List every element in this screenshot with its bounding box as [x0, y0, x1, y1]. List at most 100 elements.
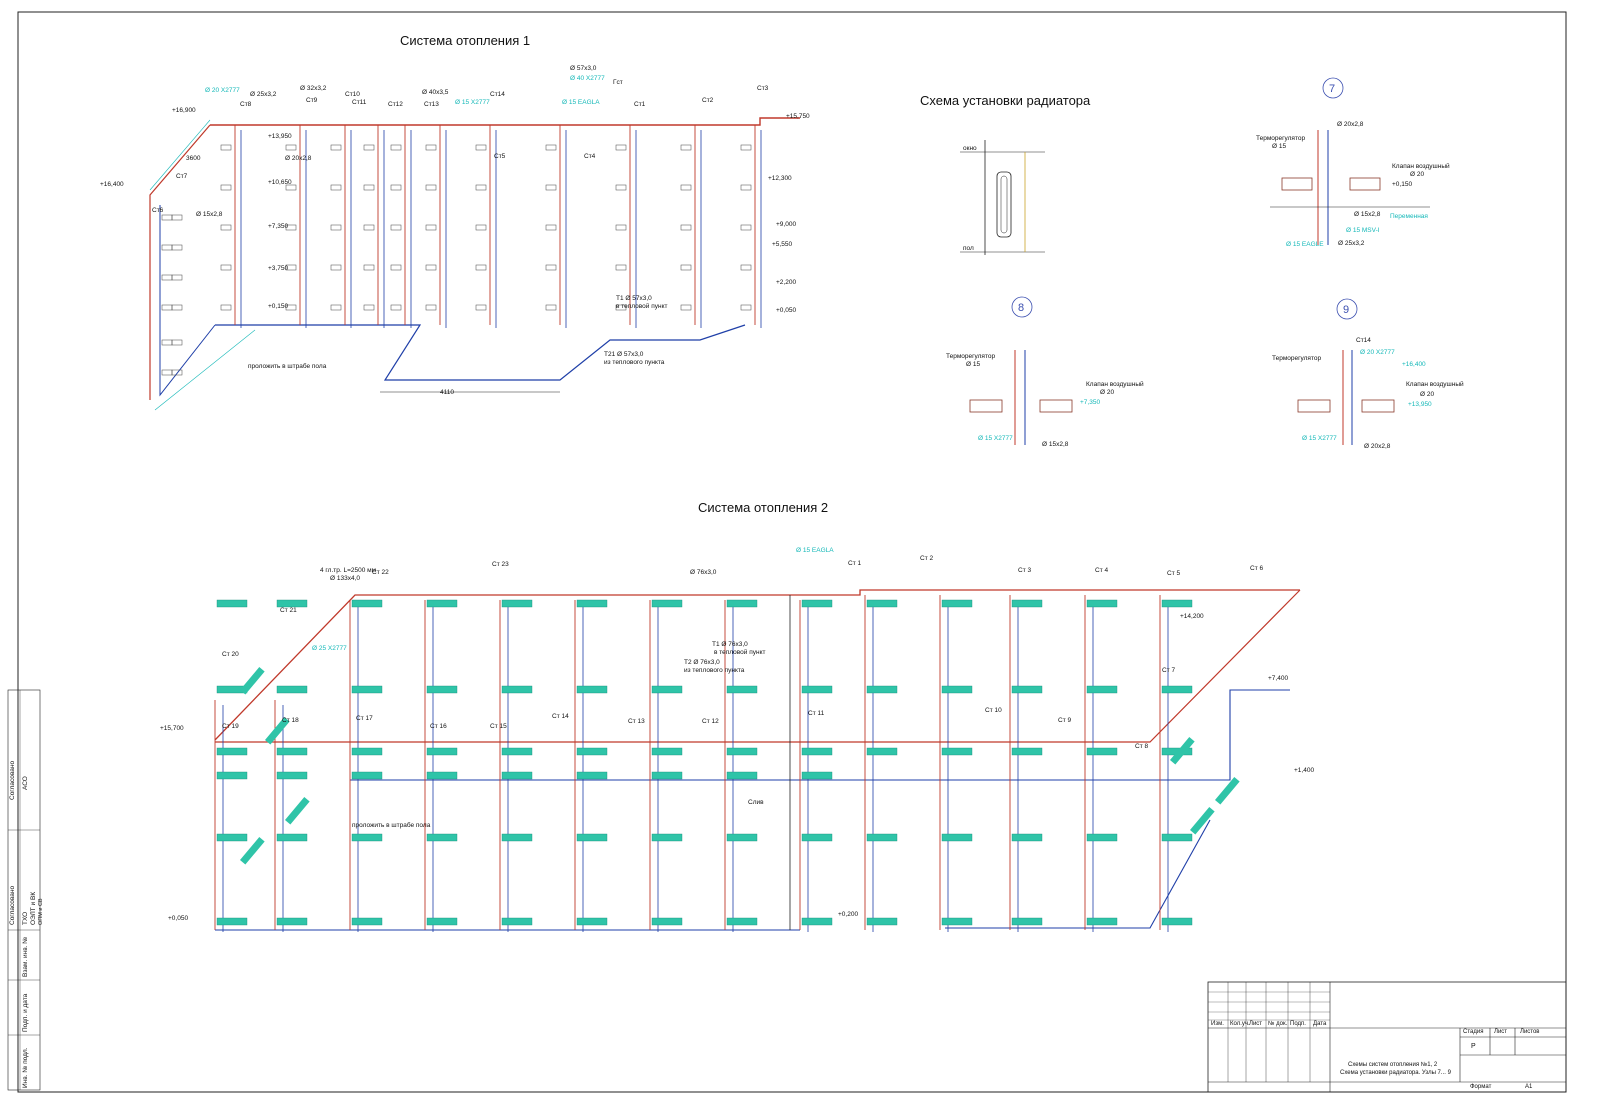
s2-riser-label: Ст 15	[490, 723, 507, 730]
n8-label: Ø 15x2,8	[1042, 441, 1069, 448]
tb-format-label: Формат	[1470, 1084, 1492, 1090]
s2-radiator	[501, 599, 533, 608]
s2-radiator	[216, 917, 248, 926]
s1-radiator	[615, 184, 627, 191]
s2-return-mid	[350, 689, 1290, 781]
s1-radiator	[161, 244, 173, 251]
side-oelt: ОЭЛТ и ВК	[30, 891, 37, 925]
tb-h-izm: Изм.	[1211, 1021, 1224, 1027]
s2-radiator	[351, 917, 383, 926]
s2-radiator	[1161, 599, 1193, 608]
s1-label: в тепловой пункт	[616, 302, 667, 310]
s2-radiator	[801, 685, 833, 694]
tb-sheet-title-2: Схема установки радиатора. Узлы 7... 9	[1340, 1070, 1451, 1076]
node-circle-7: 7	[1322, 77, 1344, 99]
n7-label: Ø 15 EAGLE	[1286, 241, 1324, 248]
s1-radiator	[615, 264, 627, 271]
s2-radiator	[866, 599, 898, 608]
s1-label: Ø 15 EAGLA	[562, 99, 600, 106]
n7-label: Ø 15x2,8	[1354, 211, 1381, 218]
rd-window-label: окно	[963, 145, 977, 152]
s2-radiator	[351, 599, 383, 608]
s1-riser-label: Гст	[613, 79, 623, 86]
n9-label: Ø 20	[1420, 391, 1434, 398]
s2-radiator	[866, 833, 898, 842]
s1-radiator	[680, 184, 692, 191]
s2-radiator	[941, 833, 973, 842]
s2-radiator	[426, 599, 458, 608]
s1-radiator	[285, 304, 297, 311]
s2-radiator	[1161, 685, 1193, 694]
s2-radiator	[726, 685, 758, 694]
s1-radiator	[161, 274, 173, 281]
s1-radiator	[390, 144, 402, 151]
s2-radiator	[1161, 833, 1193, 842]
s2-radiator	[426, 685, 458, 694]
s2-riser-label: Ст 5	[1167, 570, 1180, 577]
s2-riser-label: Ст 10	[985, 707, 1002, 714]
s1-radiators	[161, 144, 752, 376]
s2-riser-label: Ст 9	[1058, 717, 1071, 724]
s1-radiator	[363, 304, 375, 311]
n8-label: Ø 15 X2777	[978, 435, 1013, 442]
s1-elevation: +0,150	[268, 303, 288, 310]
s1-radiator	[740, 264, 752, 271]
s1-radiator	[330, 144, 342, 151]
s2-riser-label: Ст 4	[1095, 567, 1108, 574]
s1-radiator	[740, 304, 752, 311]
system1-title: Система отопления 1	[400, 33, 531, 48]
s1-supply-diag	[149, 124, 211, 400]
s2-riser-label: Ст 8	[1135, 743, 1148, 750]
s1-radiator	[161, 369, 173, 376]
s1-label: Ø 15x2,8	[196, 211, 223, 218]
s1-radiator	[545, 224, 557, 231]
s1-radiator	[330, 224, 342, 231]
s1-radiator	[475, 264, 487, 271]
n7-radiator-right	[1349, 177, 1381, 191]
s1-return-main	[215, 324, 746, 381]
s1-radiator	[680, 224, 692, 231]
s1-label: 4110	[440, 389, 454, 396]
n9-label: +13,950	[1408, 401, 1432, 408]
s2-label: Т1 Ø 76x3,0	[712, 641, 748, 648]
s1-radiator	[740, 224, 752, 231]
s2-riser-label: Ст 3	[1018, 567, 1031, 574]
s1-radiator	[171, 369, 183, 376]
s2-radiator	[1011, 599, 1043, 608]
s2-radiator	[801, 833, 833, 842]
s1-radiator	[363, 184, 375, 191]
s2-radiator	[576, 747, 608, 756]
s2-radiator	[1011, 747, 1043, 756]
s1-radiator	[390, 264, 402, 271]
side-vzam: Взам. инв. №	[22, 936, 29, 977]
s2-radiator	[501, 747, 533, 756]
s2-radiator	[216, 747, 248, 756]
s2-radiator	[1086, 685, 1118, 694]
s2-radiator	[276, 747, 308, 756]
s2-radiator-diag	[265, 717, 290, 745]
node-number-7: 7	[1329, 83, 1335, 95]
s2-radiator	[426, 833, 458, 842]
s2-radiator	[351, 771, 383, 780]
s2-radiator	[501, 917, 533, 926]
s2-radiator	[866, 747, 898, 756]
system2-title: Система отопления 2	[698, 500, 829, 515]
s1-riser-label: Ст5	[494, 153, 506, 160]
s2-riser-label: Ст 17	[356, 715, 373, 722]
s2-label: Т2 Ø 76x3,0	[684, 659, 720, 666]
s2-radiator-diag	[1189, 807, 1215, 835]
s2-radiator	[576, 685, 608, 694]
tb-h-doc: № док.	[1268, 1021, 1288, 1027]
n7-label: Ø 20x2,8	[1337, 121, 1364, 128]
s1-radiator	[425, 184, 437, 191]
s2-riser-label: Ст 6	[1250, 565, 1263, 572]
side-podp: Подп. и дата	[22, 993, 29, 1032]
tb-format-value: А1	[1525, 1084, 1533, 1090]
side-opm: ОПМ и СВ	[38, 898, 44, 925]
s2-radiator	[576, 917, 608, 926]
s2-label: Ø 25 X2777	[312, 645, 347, 652]
s2-radiator	[651, 599, 683, 608]
s2-label: Слив	[748, 799, 764, 806]
s2-radiator	[276, 771, 308, 780]
